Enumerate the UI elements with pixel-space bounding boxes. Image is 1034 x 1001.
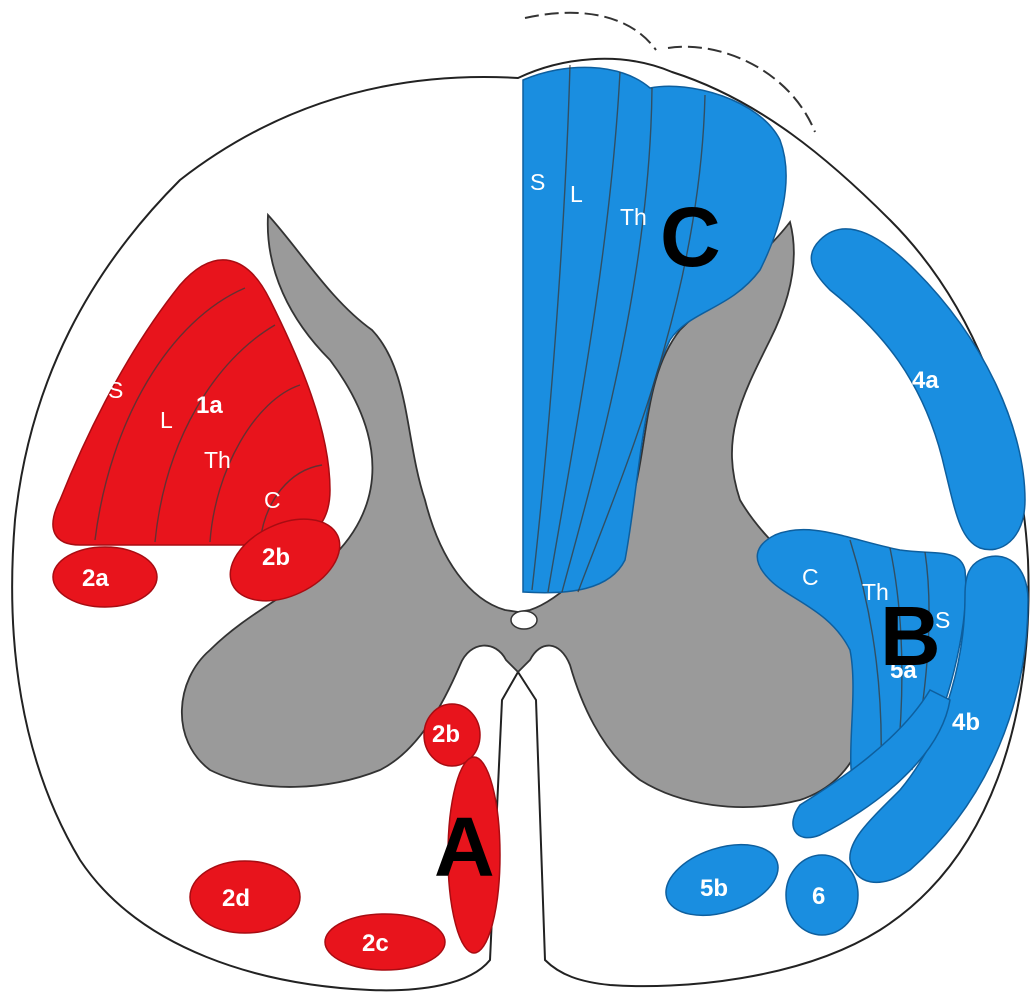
blue-dorsal-somatotopy-th: Th — [620, 204, 647, 230]
big-label-b: B — [880, 589, 941, 683]
big-label-c: C — [660, 190, 721, 284]
red-somatotopy-c: C — [264, 487, 281, 513]
red-somatotopy-th: Th — [204, 447, 231, 473]
blue-tract-4b-label: 4b — [952, 709, 980, 736]
red-tract-2b-lateral-label: 2b — [262, 544, 290, 571]
central-canal — [511, 611, 537, 629]
blue-tract-5b-label: 5b — [700, 875, 728, 902]
dashed-meninges-arc — [525, 13, 656, 50]
red-tract-2c-label: 2c — [362, 930, 389, 957]
red-somatotopy-l: L — [160, 407, 173, 433]
blue-dorsal-somatotopy-l: L — [570, 181, 583, 207]
blue-lateral-somatotopy-c: C — [802, 564, 819, 590]
red-tract-1a-label: 1a — [196, 392, 223, 419]
big-label-a: A — [434, 800, 495, 894]
red-somatotopy-s: S — [108, 377, 123, 403]
blue-tract-6-label: 6 — [812, 883, 825, 910]
red-tract-2b-ventral-label: 2b — [432, 721, 460, 748]
red-tract-2a-label: 2a — [82, 565, 109, 592]
red-tract-2d-label: 2d — [222, 885, 250, 912]
blue-tract-4a-label: 4a — [912, 367, 939, 394]
blue-dorsal-somatotopy-s: S — [530, 169, 545, 195]
